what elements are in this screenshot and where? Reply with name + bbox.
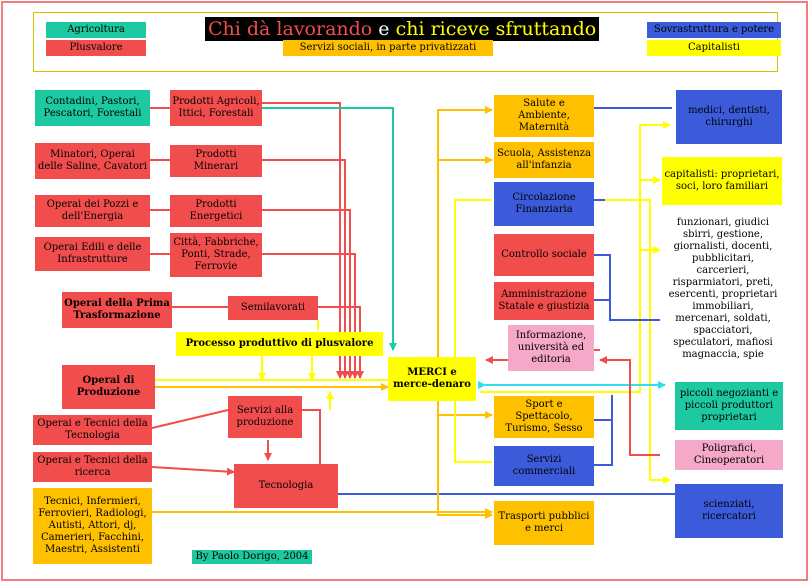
- node-funzionari: funzionari, giudici sbirri, gestione, gi…: [662, 214, 784, 364]
- node-amministrazione: Amministrazione Statale e giustizia: [494, 282, 594, 320]
- legend-agricoltura: Agricoltura: [46, 22, 146, 38]
- node-operai-ricerca: Operai e Tecnici della ricerca: [33, 452, 152, 482]
- legend-plusvalore: Plusvalore: [46, 40, 146, 56]
- diagram-title: Chi dà lavorando e chi riceve sfruttando: [205, 17, 600, 41]
- node-citta-fabbriche: Città, Fabbriche, Ponti, Strade, Ferrovi…: [170, 233, 262, 277]
- node-merci: MERCI e merce-denaro: [388, 357, 476, 401]
- node-processo-produttivo: Processo produttivo di plusvalore: [176, 332, 383, 356]
- node-semilavorati: Semilavorati: [228, 296, 318, 320]
- node-operai-tecnologia: Operai e Tecnici della Tecnologia: [33, 415, 152, 445]
- legend-sovrastruttura: Sovrastruttura e potere: [647, 22, 781, 38]
- node-scuola: Scuola, Assistenza all'infanzia: [494, 142, 594, 178]
- node-trasporti: Trasporti pubblici e merci: [494, 501, 594, 545]
- legend-servizi-sociali: Servizi sociali, in parte privatizzati: [283, 40, 493, 56]
- node-poligrafici: Poligrafici, Cineoperatori: [675, 440, 783, 470]
- node-operai-prima: Operai della Prima Trasformazione: [62, 292, 172, 328]
- node-circolazione: Circolazione Finanziaria: [494, 182, 594, 226]
- node-prodotti-energetici: Prodotti Energetici: [170, 195, 262, 227]
- node-operai-pozzi: Operai dei Pozzi e dell'Energia: [35, 195, 150, 227]
- node-prodotti-minerari: Prodotti Minerari: [170, 145, 262, 177]
- node-salute: Salute e Ambiente, Maternità: [494, 95, 594, 137]
- node-sport: Sport e Spettacolo, Turismo, Sesso: [494, 396, 594, 438]
- node-contadini: Contadini, Pastori, Pescatori, Forestali: [35, 90, 150, 126]
- legend-capitalisti: Capitalisti: [647, 40, 781, 56]
- node-operai-edili: Operai Edili e delle Infrastrutture: [35, 237, 150, 271]
- node-tecnici: Tecnici, Infermieri, Ferrovieri, Radiolo…: [33, 488, 152, 564]
- node-minatori: Minatori, Operai delle Saline, Cavatori: [35, 143, 150, 179]
- credit-label: By Paolo Dorigo, 2004: [192, 550, 312, 564]
- node-operai-produzione: Operai di Produzione: [62, 365, 155, 409]
- node-prodotti-agricoli: Prodotti Agricoli, Ittici, Forestali: [170, 90, 262, 126]
- node-negozianti: piccoli negozianti e piccoli produttori …: [675, 382, 783, 430]
- node-servizi-produzione: Servizi alla produzione: [228, 396, 302, 438]
- node-capitalisti: capitalisti: proprietari, soci, loro fam…: [662, 157, 782, 205]
- node-controllo-sociale: Controllo sociale: [494, 234, 594, 276]
- node-scienziati: scienziati, ricercatori: [675, 484, 783, 538]
- node-informazione: Informazione, università ed editoria: [508, 325, 594, 371]
- node-servizi-commerciali: Servizi commerciali: [494, 446, 594, 486]
- node-medici: medici, dentisti, chirurghi: [676, 90, 782, 144]
- node-tecnologia: Tecnologia: [234, 464, 338, 508]
